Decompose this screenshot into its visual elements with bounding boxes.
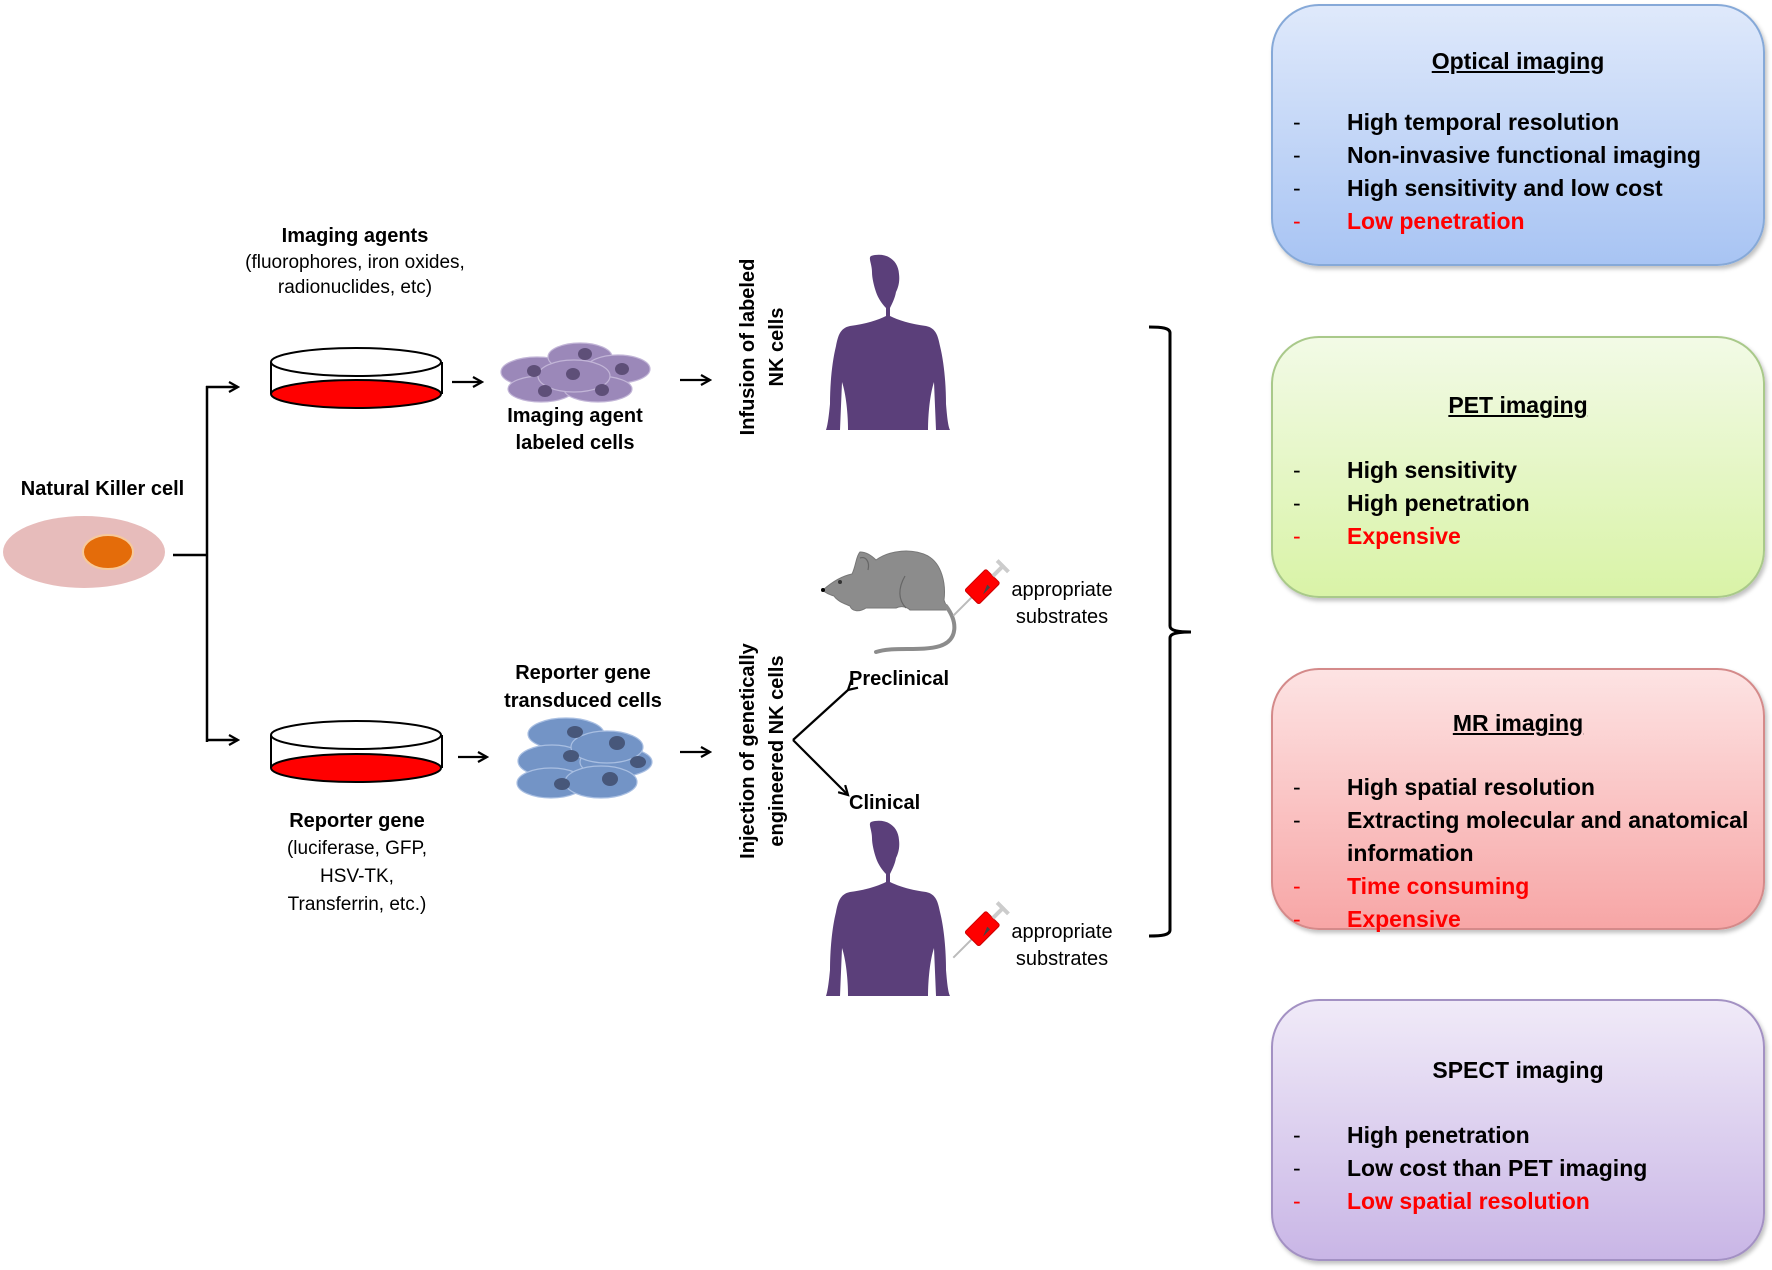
injection-label-line1: Injection of genetically	[737, 643, 759, 859]
injection-label-line2: engineered NK cells	[766, 655, 788, 847]
box-title: Optical imaging	[1431, 48, 1605, 74]
list-item: -High spatial resolution	[1293, 774, 1595, 800]
pet-imaging-box: PET imaging -High sensitivity -High pene…	[1271, 336, 1765, 598]
list-item: -High sensitivity and low cost	[1293, 175, 1663, 201]
petri-dish-reporter-gene-icon	[270, 720, 443, 783]
nk-cell-icon	[3, 516, 165, 588]
optical-imaging-box: Optical imaging -High temporal resolutio…	[1271, 4, 1765, 266]
list-item: -High temporal resolution	[1293, 109, 1620, 135]
labeled-cells-icon	[500, 342, 651, 403]
box-list: -High penetration -Low cost than PET ima…	[1291, 1119, 1753, 1218]
list-item-negative: -Time consuming	[1293, 873, 1530, 899]
infusion-label-line1: Infusion of labeled	[737, 258, 759, 436]
transduced-cells-label-line2: transduced cells	[504, 690, 662, 712]
imaging-agents-title: Imaging agents	[281, 225, 429, 247]
list-item-negative: -Low spatial resolution	[1293, 1188, 1590, 1214]
transduced-cells-icon	[516, 717, 653, 799]
box-title: SPECT imaging	[1432, 1057, 1604, 1083]
box-list: -High spatial resolution -Extracting mol…	[1291, 771, 1753, 936]
list-item: -High sensitivity	[1293, 457, 1517, 483]
substrates-clinical-line1: appropriate	[1011, 921, 1113, 943]
mouse-icon	[821, 550, 957, 654]
list-item: -High penetration	[1293, 490, 1530, 516]
branch-connector	[173, 386, 238, 742]
list-item-negative: -Expensive	[1293, 906, 1461, 932]
human-silhouette-icon	[826, 254, 950, 430]
infusion-label-line2: NK cells	[766, 307, 788, 387]
syringe-icon	[952, 559, 1010, 617]
arrow-to-preclinical	[792, 690, 848, 741]
human-silhouette-clinical-icon	[826, 820, 950, 996]
substrates-preclinical-line2: substrates	[1015, 606, 1109, 628]
reporter-gene-title: Reporter gene	[289, 810, 425, 832]
reporter-gene-examples-line1: (luciferase, GFP,	[286, 838, 428, 859]
infusion-label: Infusion of labeled NK cells	[734, 247, 792, 447]
imaging-agents-examples-line2: radionuclides, etc)	[277, 277, 433, 298]
grouping-bracket	[1148, 325, 1192, 938]
preclinical-label: Preclinical	[849, 668, 950, 690]
spect-imaging-box: SPECT imaging -High penetration -Low cos…	[1271, 999, 1765, 1261]
arrow-to-clinical	[792, 739, 848, 795]
imaging-agents-examples-line1: (fluorophores, iron oxides,	[245, 252, 465, 273]
substrates-clinical-line2: substrates	[1015, 948, 1109, 970]
list-item: -Low cost than PET imaging	[1293, 1155, 1648, 1181]
labeled-cells-label-line1: Imaging agent	[507, 405, 643, 427]
list-item-negative: -Expensive	[1293, 523, 1461, 549]
box-title: MR imaging	[1452, 710, 1584, 736]
box-list: -High sensitivity -High penetration -Exp…	[1291, 454, 1753, 553]
syringe-clinical-icon	[952, 901, 1010, 959]
mr-imaging-box: MR imaging -High spatial resolution -Ext…	[1271, 668, 1765, 932]
petri-dish-imaging-agents-icon	[270, 347, 443, 409]
reporter-gene-examples-line2: HSV-TK,	[320, 866, 394, 887]
box-list: -High temporal resolution -Non-invasive …	[1291, 106, 1753, 238]
list-item: -High penetration	[1293, 1122, 1530, 1148]
list-item: -Non-invasive functional imaging	[1293, 142, 1701, 168]
list-item: -Extracting molecular and anatomical inf…	[1293, 807, 1749, 866]
substrates-preclinical-line1: appropriate	[1011, 579, 1113, 601]
injection-label: Injection of genetically engineered NK c…	[734, 636, 792, 866]
nk-cell-label: Natural Killer cell	[20, 478, 185, 500]
box-title: PET imaging	[1448, 392, 1588, 418]
labeled-cells-label-line2: labeled cells	[515, 432, 635, 454]
clinical-label: Clinical	[849, 792, 921, 814]
reporter-gene-examples-line3: Transferrin, etc.)	[287, 894, 427, 915]
list-item-negative: -Low penetration	[1293, 208, 1525, 234]
transduced-cells-label-line1: Reporter gene	[515, 662, 651, 684]
